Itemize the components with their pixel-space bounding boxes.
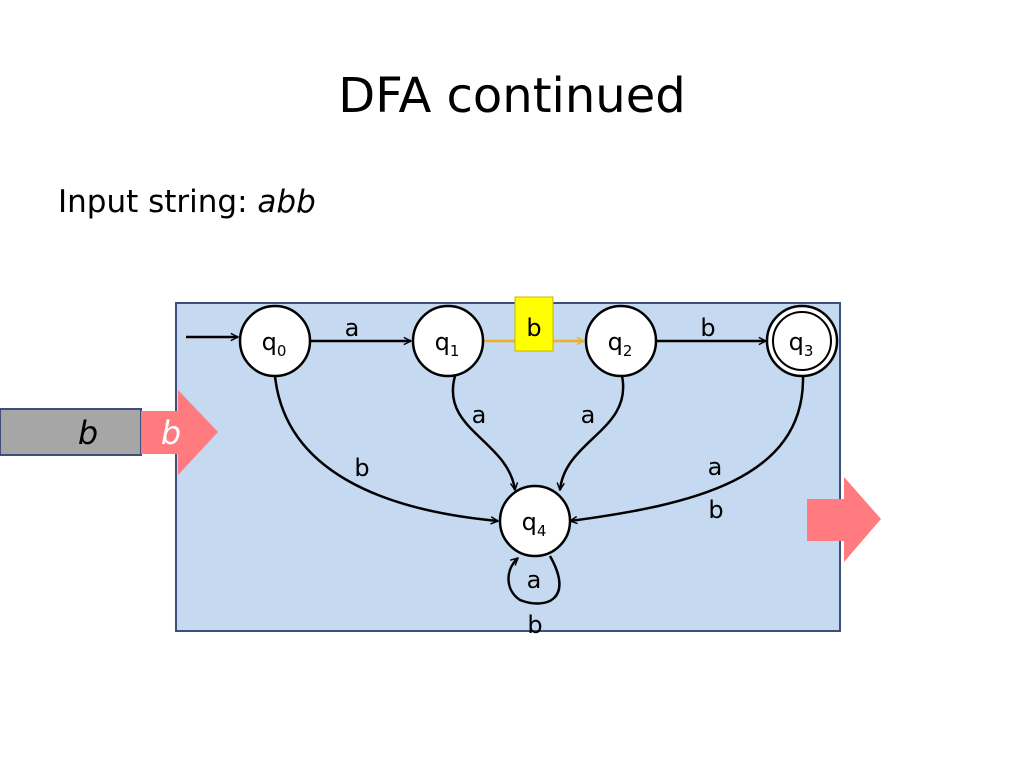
state-q3-sub: 3	[804, 342, 814, 360]
state-q3-base: q	[789, 328, 804, 356]
state-q4: q4	[498, 484, 572, 558]
edge-q0-q4-label: b	[354, 454, 369, 482]
svg-text:q0: q0	[262, 328, 287, 360]
state-q1-base: q	[435, 328, 450, 356]
edge-q0-q1-label: a	[345, 314, 360, 342]
edge-q4-self-label-b: b	[527, 611, 542, 639]
tape-consumed-symbol: b	[78, 414, 98, 452]
state-q2-sub: 2	[623, 342, 633, 360]
svg-text:q3: q3	[789, 328, 814, 360]
edge-q4-self	[507, 555, 561, 605]
state-q0-sub: 0	[277, 342, 287, 360]
edge-q3-q4-label-a: a	[708, 453, 723, 481]
output-arrow	[807, 477, 881, 562]
state-q3: q3	[765, 304, 839, 378]
edge-q3-q4-label-b: b	[708, 496, 723, 524]
state-q2-base: q	[608, 328, 623, 356]
input-arrow	[141, 390, 218, 475]
edge-q0-q4	[273, 375, 498, 521]
state-q0: q0	[238, 304, 312, 378]
svg-text:q4: q4	[522, 508, 547, 540]
edge-q2-q3-label: b	[700, 314, 715, 342]
input-string-label: Input string:	[58, 184, 258, 220]
state-q3-accept-ring	[772, 311, 832, 371]
svg-text:q2: q2	[608, 328, 633, 360]
state-q1-sub: 1	[450, 342, 460, 360]
edge-q1-q2-label: b	[526, 314, 541, 342]
edge-q3-q4	[570, 375, 805, 521]
edge-q2-q4	[560, 375, 625, 490]
state-q0-base: q	[262, 328, 277, 356]
state-q1: q1	[411, 304, 485, 378]
state-q4-base: q	[522, 508, 537, 536]
edge-q2-q4-label: a	[581, 401, 596, 429]
state-q2: q2	[584, 304, 658, 378]
tape-current-symbol: b	[161, 414, 181, 452]
edge-q1-q4-label: a	[472, 401, 487, 429]
edge-q1-q4	[451, 375, 515, 490]
input-string-line: Input string: abb	[58, 182, 316, 222]
input-string-value: abb	[257, 184, 316, 220]
state-q4-sub: 4	[537, 522, 547, 540]
slide-title: DFA continued	[338, 68, 686, 124]
active-symbol-box	[514, 296, 554, 352]
svg-text:q1: q1	[435, 328, 460, 360]
input-tape-consumed	[0, 408, 142, 456]
edge-q4-self-label-a: a	[527, 566, 542, 594]
